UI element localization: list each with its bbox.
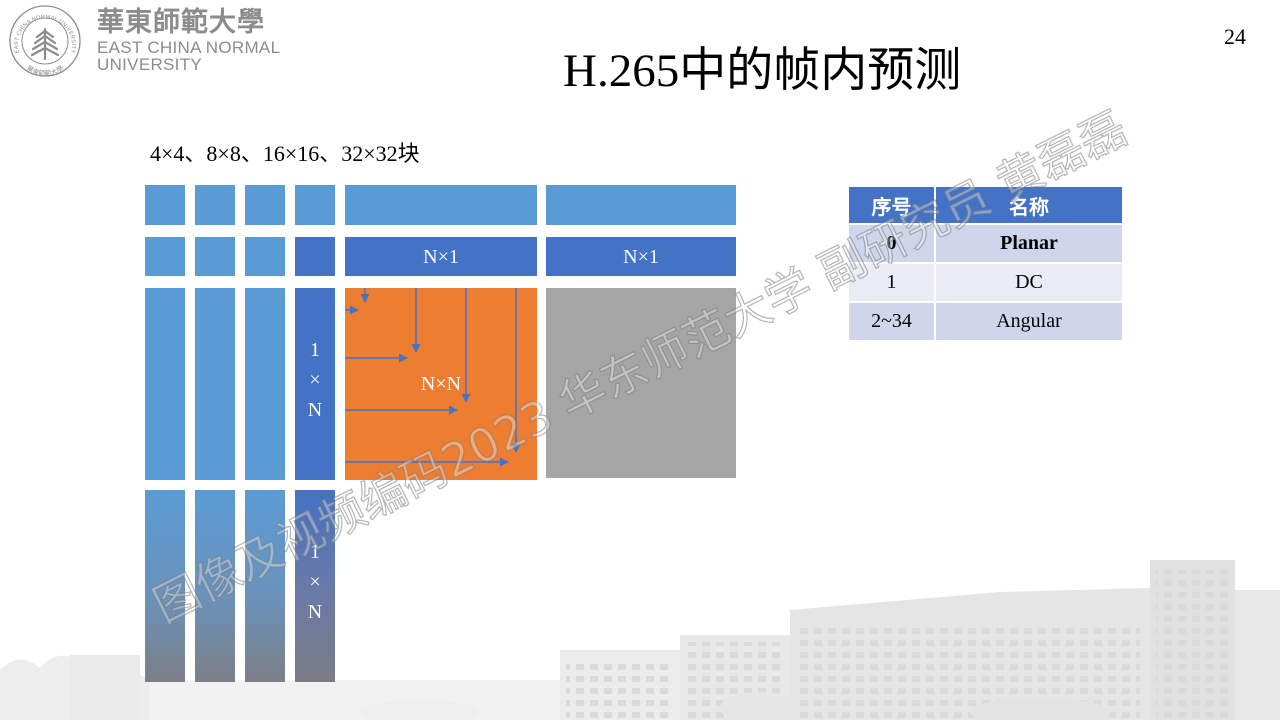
reference-block [195,185,235,225]
current-block-label-container: N×N [345,288,537,480]
mode-index: 2~34 [848,302,935,341]
table-header-row: 序号 名称 [848,186,1123,224]
page-number: 24 [1224,24,1246,49]
corner-reference-pixel [295,237,335,276]
mode-name: Angular [935,302,1123,341]
reference-column [245,490,285,682]
table-row: 2~34 Angular [848,302,1123,341]
table-row: 0 Planar [848,224,1123,263]
mode-index: 0 [848,224,935,263]
reference-block [295,185,335,225]
top-reference-row: N×1 [345,237,537,276]
reference-column [195,288,235,480]
university-name-english-line2: UNIVERSITY [97,55,203,74]
top-reference-label: N×1 [423,245,459,268]
mode-name: Planar [935,224,1123,263]
header-name: 名称 [935,186,1123,224]
reference-block [245,185,285,225]
right-neighbor-block [546,288,736,478]
seal-text-chinese: 華東師範大學 [25,63,65,78]
table-row: 1 DC [848,263,1123,302]
lower-left-reference-column: 1×N [295,490,335,682]
above-right-neighbor-block [546,185,736,225]
pine-tree-icon [30,27,60,61]
reference-column [145,490,185,682]
left-reference-column: 1×N [295,288,335,480]
intra-mode-table: 序号 名称 0 Planar 1 DC 2~34 Angular [848,186,1123,341]
block-sizes-caption: 4×4、8×8、16×16、32×32块 [150,141,420,166]
mode-index: 1 [848,263,935,302]
mode-name: DC [935,263,1123,302]
top-right-reference-row: N×1 [546,237,736,276]
reference-column [245,288,285,480]
reference-block [145,237,185,276]
current-nxn-block [345,288,537,480]
university-seal-logo: EAST CHINA NORMAL UNIVERSITY 華東師範大學 [9,5,81,78]
reference-block [245,237,285,276]
reference-block [145,185,185,225]
current-block-label: N×N [420,373,462,395]
above-neighbor-block [345,185,537,225]
lower-left-reference-label: 1×N [304,541,326,631]
university-name-chinese: 華東師範大學 [97,7,265,38]
reference-column [195,490,235,682]
left-reference-label: 1×N [304,339,326,429]
top-right-reference-label: N×1 [623,245,659,268]
campus-buildings-background [0,560,1280,720]
slide-title: H.265中的帧内预测 [563,45,962,97]
university-name-english-line1: EAST CHINA NORMAL [97,38,281,57]
reference-column [145,288,185,480]
header-index: 序号 [848,186,935,224]
reference-block [195,237,235,276]
